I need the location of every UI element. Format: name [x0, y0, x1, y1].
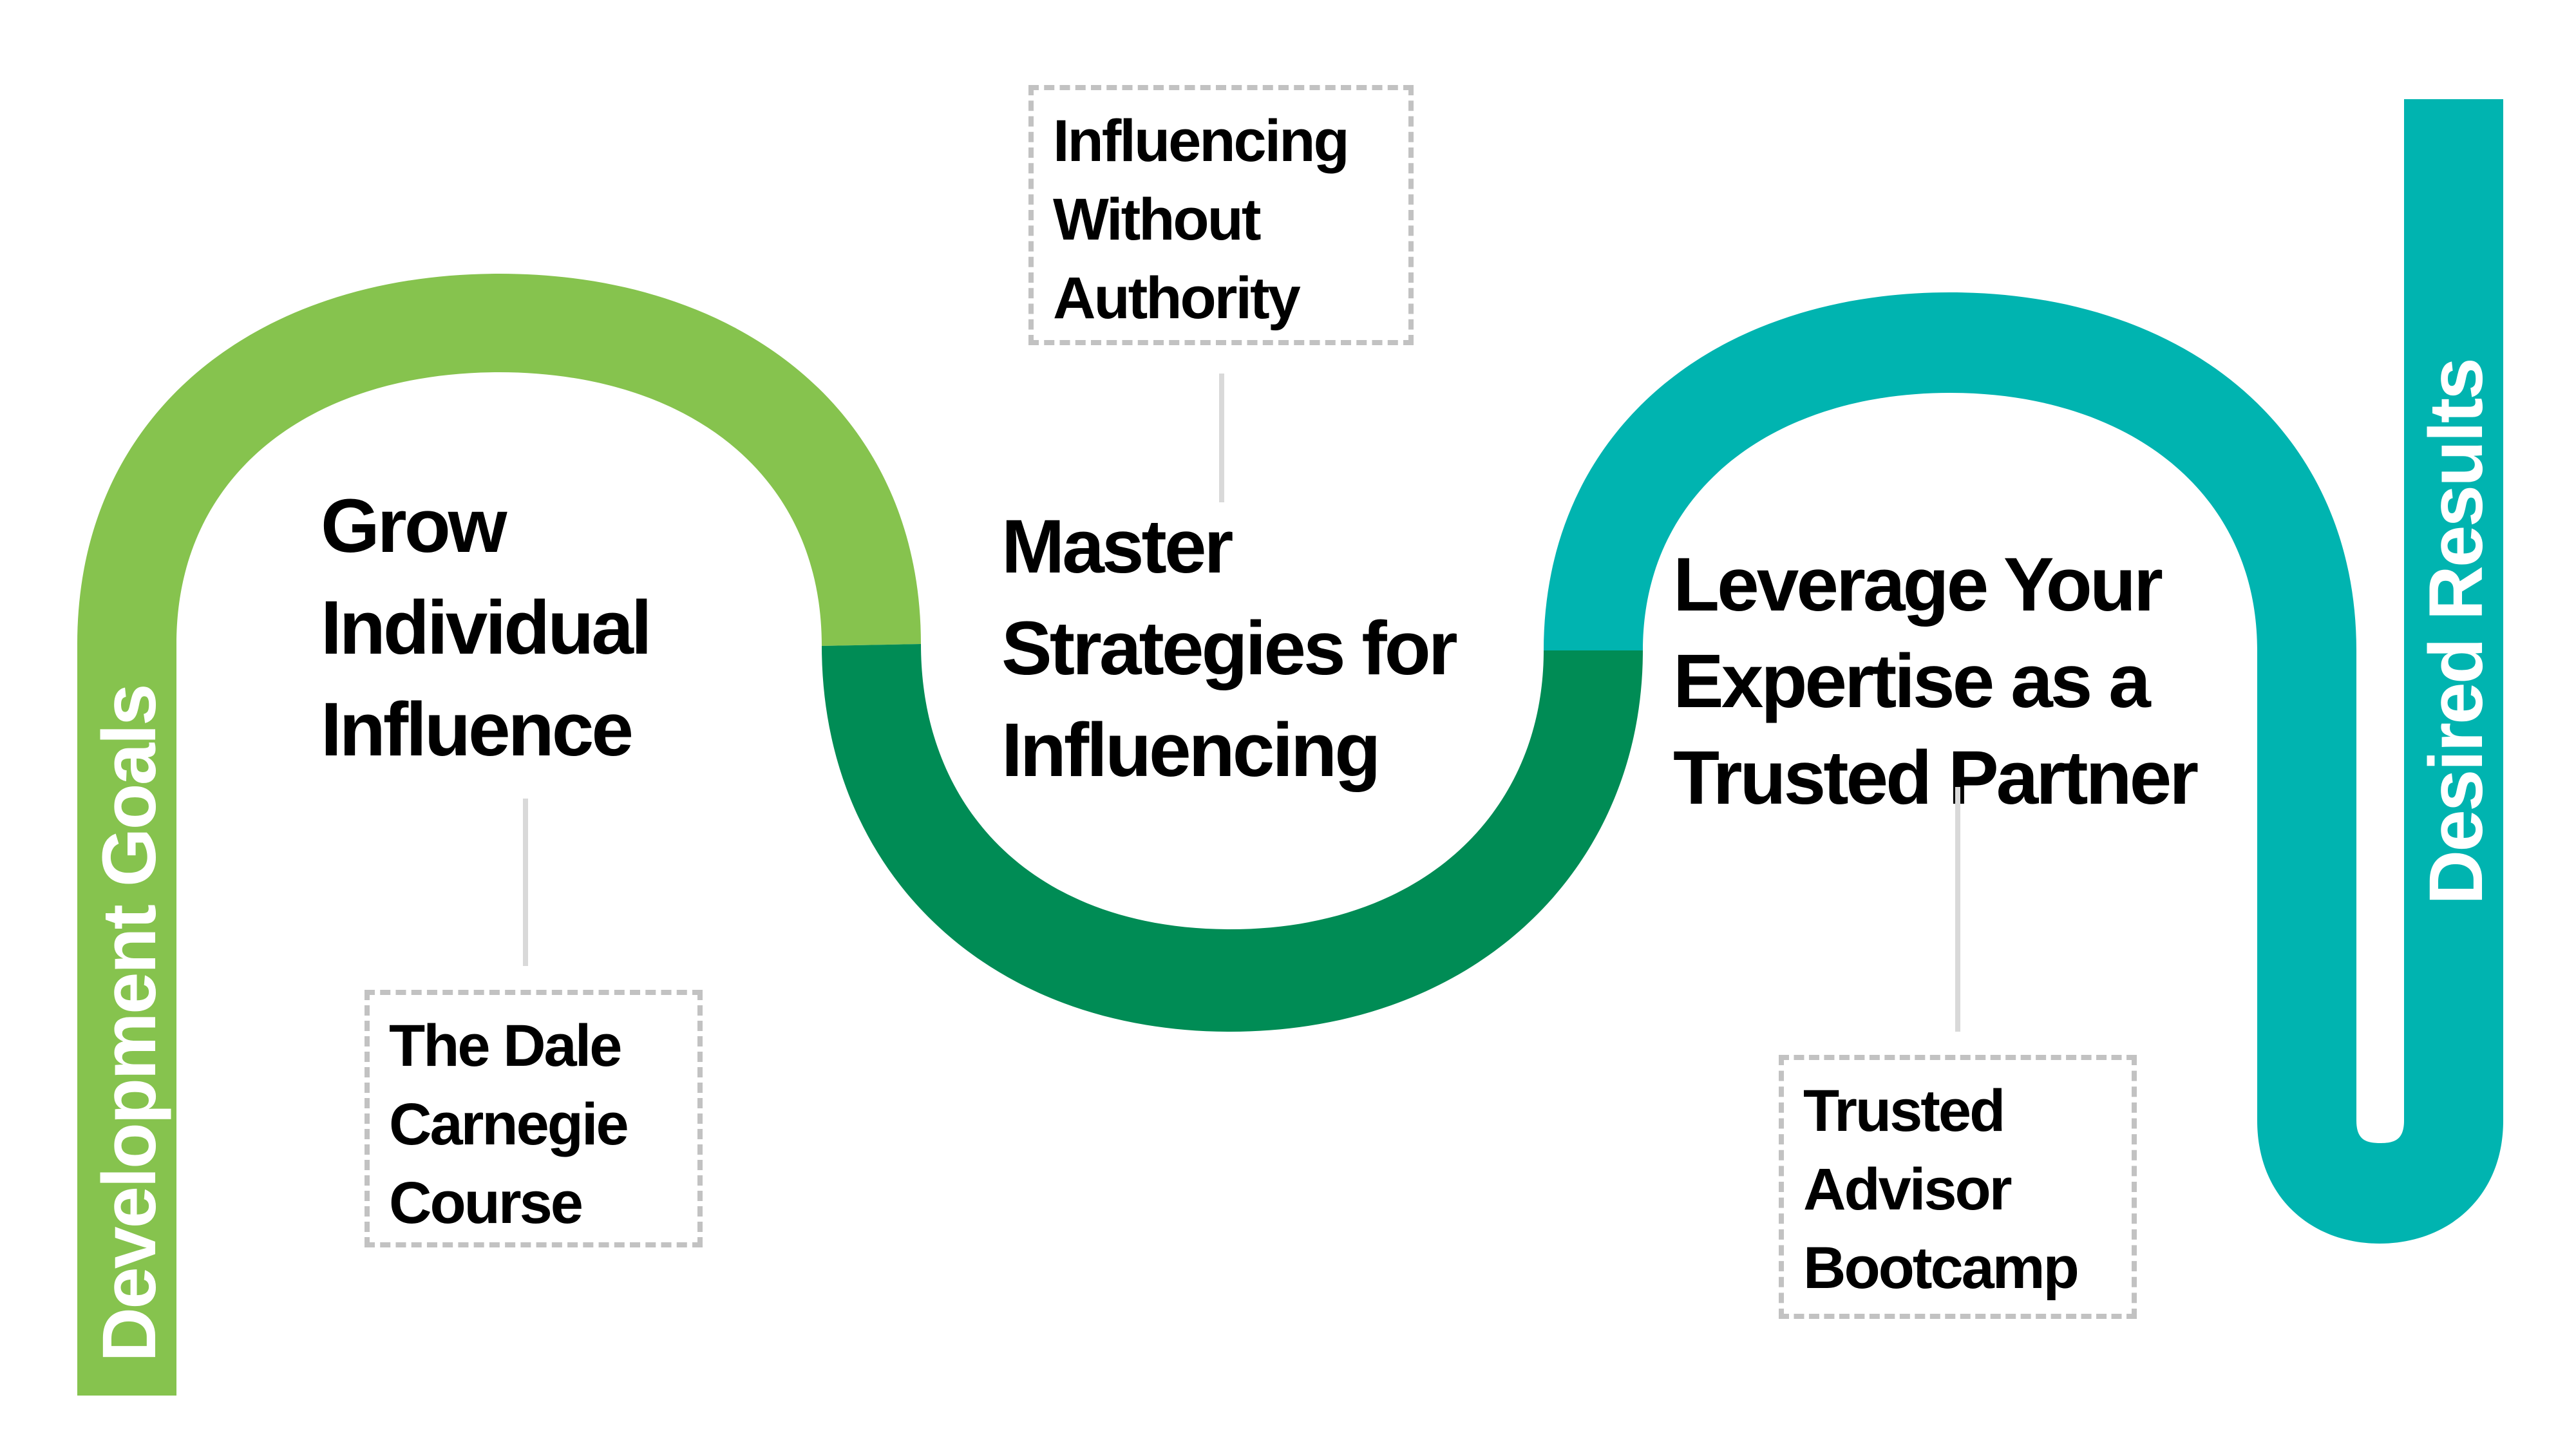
stage-2-title: Master Strategies for Influencing	[1001, 496, 1458, 801]
stage-1-track-segment	[77, 274, 921, 1396]
stage-2-title-line: Influencing	[1001, 708, 1381, 793]
stage-3-course-box[interactable]: Trusted Advisor Bootcamp	[1779, 1055, 2137, 1319]
stage-1-course-line: Course	[389, 1170, 583, 1236]
stage-3-title-line: Trusted Partner	[1673, 735, 2199, 820]
stage-3-connector	[1955, 787, 1960, 1032]
stage-2-course-line: Without	[1053, 187, 1261, 252]
stage-1-title-line: Influence	[321, 687, 634, 772]
stage-1-title: Grow Individual Influence	[321, 475, 652, 781]
stage-1-course-box[interactable]: The Dale Carnegie Course	[365, 990, 703, 1247]
stage-3-title-line: Leverage Your	[1673, 542, 2163, 627]
stage-3-title: Leverage Your Expertise as a Trusted Par…	[1673, 536, 2199, 826]
stage-2-title-line: Strategies for	[1001, 606, 1458, 691]
stage-1-title-line: Individual	[321, 585, 652, 670]
stage-1-course-line: Carnegie	[389, 1092, 629, 1157]
stage-3-u-turn	[2257, 99, 2503, 1244]
stage-2-track-segment	[822, 644, 1643, 1032]
end-label: Desired Results	[2414, 359, 2499, 905]
stage-1-course-line: The Dale	[389, 1013, 622, 1079]
stage-1-title-line: Grow	[321, 484, 507, 569]
stage-2-connector	[1219, 374, 1224, 502]
stage-2-course-box[interactable]: Influencing Without Authority	[1028, 85, 1414, 345]
stage-1-connector	[523, 799, 528, 966]
start-label: Development Goals	[87, 685, 172, 1362]
stage-2-course-line: Influencing	[1053, 108, 1350, 174]
stage-3-track-segment	[1544, 292, 2356, 1121]
stage-2-course-line: Authority	[1053, 265, 1301, 331]
stage-3-course-line: Advisor	[1803, 1157, 2012, 1222]
stage-3-course-line: Bootcamp	[1803, 1235, 2079, 1301]
stage-3-course-line: Trusted	[1803, 1078, 2005, 1144]
stage-2-title-line: Master	[1001, 504, 1233, 589]
stage-3-title-line: Expertise as a	[1673, 639, 2151, 724]
